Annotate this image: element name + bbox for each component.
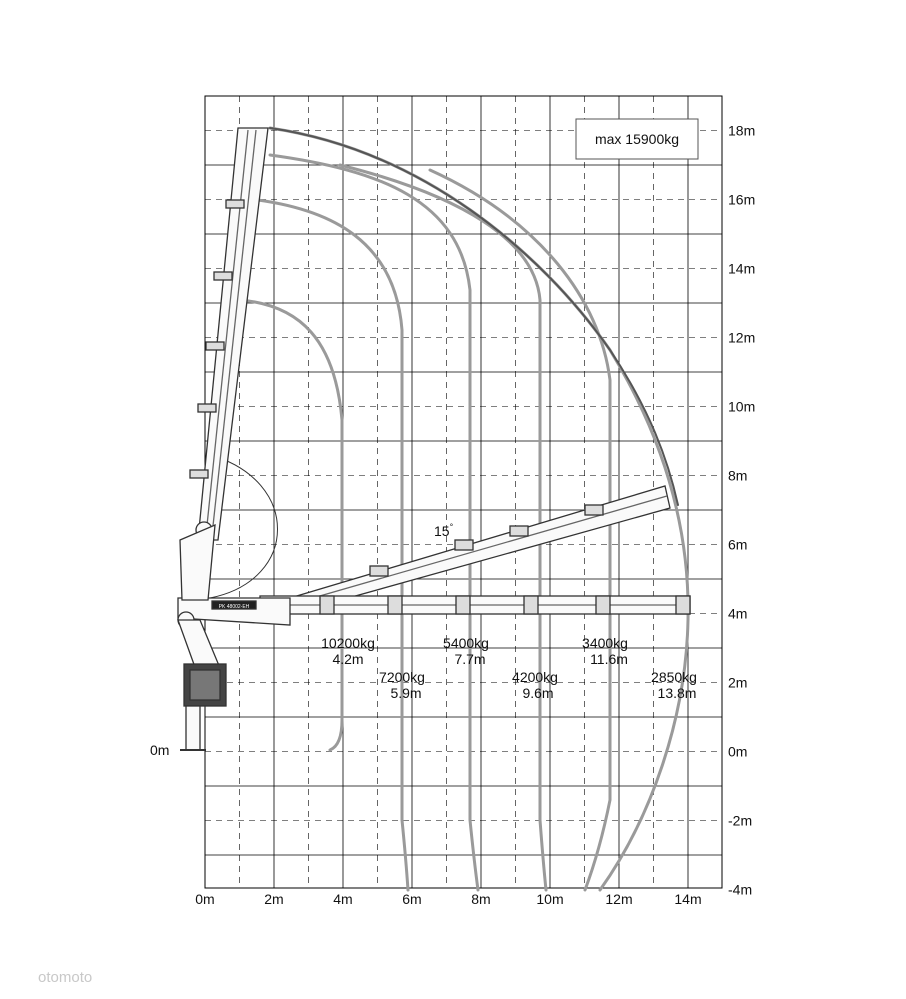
reach-label-13-8: 13.8m: [658, 685, 697, 701]
max-load-box: [575, 118, 699, 160]
y-tick-label: 0m: [728, 744, 747, 760]
y-tick-label: -4m: [728, 882, 752, 898]
angled-boom: [289, 485, 671, 613]
reach-curves: [238, 126, 690, 892]
y-tick-label: 4m: [728, 606, 747, 622]
reach-label-7-7: 7.7m: [454, 651, 485, 667]
y-tick-label: -2m: [728, 813, 752, 829]
load-label-7200: 7200kg: [379, 669, 425, 685]
max-reach-outline: [269, 127, 679, 506]
vertical-boom: [197, 127, 269, 541]
x-tick-label: 2m: [264, 891, 283, 907]
watermark: otomoto: [38, 969, 92, 986]
slew-arc: [209, 454, 278, 599]
x-tick-label: 6m: [402, 891, 421, 907]
y-tick-label: 14m: [728, 261, 755, 277]
x-tick-label: 4m: [333, 891, 352, 907]
y-tick-label: 16m: [728, 192, 755, 208]
crane-booms: PK 48002-EH: [177, 127, 691, 671]
crane-base: [180, 663, 227, 751]
y-tick-label: 2m: [728, 675, 747, 691]
y-tick-label: 18m: [728, 123, 755, 139]
reach-curve-5-9m: [256, 198, 410, 892]
load-label-4200: 4200kg: [512, 669, 558, 685]
reach-curve-7-7m: [268, 153, 480, 892]
load-label-3400: 3400kg: [582, 635, 628, 651]
reach-curve-9-6m: [338, 163, 548, 892]
inner-boom: [177, 597, 291, 626]
reach-label-11-6: 11.6m: [590, 651, 628, 667]
left-zero-label: 0m: [150, 742, 169, 758]
boom-plate-label: PK 48002-EH: [219, 604, 250, 610]
max-load-label: max 15900kg: [595, 131, 679, 147]
reach-curve-11-6m: [428, 168, 612, 892]
load-label-5400: 5400kg: [443, 635, 489, 651]
reach-label-5-9: 5.9m: [390, 685, 421, 701]
x-tick-label: 0m: [195, 891, 214, 907]
angle-label: 15°: [434, 522, 454, 539]
y-tick-label: 12m: [728, 330, 755, 346]
x-axis-ticks: 0m 2m 4m 6m 8m 10m 12m 14m: [195, 891, 701, 907]
reach-label-9-6: 9.6m: [522, 685, 553, 701]
x-tick-label: 10m: [536, 891, 563, 907]
x-tick-label: 14m: [674, 891, 701, 907]
load-label-2850: 2850kg: [651, 669, 697, 685]
reach-curve-4-2m: [238, 298, 344, 752]
y-tick-label: 6m: [728, 537, 747, 553]
x-tick-label: 8m: [471, 891, 490, 907]
x-tick-label: 12m: [605, 891, 632, 907]
reach-label-4-2: 4.2m: [332, 651, 363, 667]
load-labels: 10200kg 4.2m 7200kg 5.9m 5400kg 7.7m 420…: [321, 635, 697, 701]
y-axis-ticks: 18m 16m 14m 12m 10m 8m 6m 4m 2m 0m -2m -4m: [728, 123, 755, 898]
load-label-10200: 10200kg: [321, 635, 375, 651]
y-tick-label: 8m: [728, 468, 747, 484]
y-tick-label: 10m: [728, 399, 755, 415]
